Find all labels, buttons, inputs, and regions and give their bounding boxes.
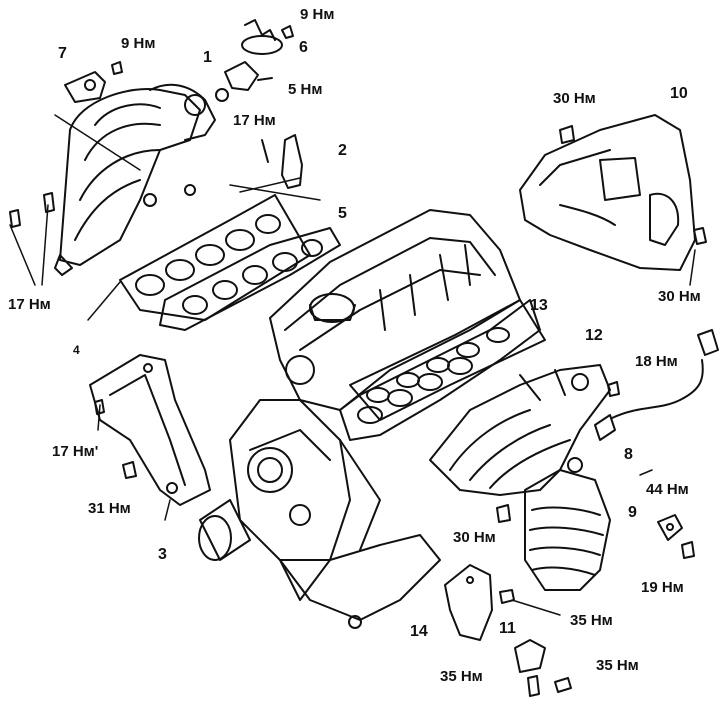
torque-label-18nm: 18 Нм: [635, 353, 678, 370]
bolt-30nm-right: [693, 227, 707, 245]
bolt-9nm-top: [281, 25, 294, 39]
torque-label-35nm-mid: 35 Нм: [570, 612, 613, 629]
torque-label-5nm: 5 Нм: [288, 81, 323, 98]
catalytic-converter: [524, 469, 611, 591]
torque-label-17nm-bracket: 17 Нм': [52, 443, 99, 460]
torque-label-17nm-center: 17 Нм: [233, 112, 276, 129]
bolt-18nm: [607, 381, 620, 397]
part-label-5: 5: [338, 205, 347, 222]
part-label-8: 8: [624, 446, 633, 463]
torque-label-30nm-bottom: 30 Нм: [453, 529, 496, 546]
intake-manifold: [54, 83, 216, 276]
torque-label-44nm: 44 Нм: [646, 481, 689, 498]
torque-label-17nm-left: 17 Нм: [8, 296, 51, 313]
torque-label-9nm-top: 9 Нм: [300, 6, 335, 23]
torque-label-31nm: 31 Нм: [88, 500, 131, 517]
part-label-12: 12: [585, 327, 603, 344]
part-label-2: 2: [338, 142, 347, 159]
torque-label-30nm-top: 30 Нм: [553, 90, 596, 107]
bolt-35nm-br: [554, 677, 572, 693]
part-label-1: 1: [203, 49, 212, 66]
torque-label-30nm-right: 30 Нм: [658, 288, 701, 305]
part-label-10: 10: [670, 85, 688, 102]
part-label-14: 14: [410, 623, 428, 640]
bolt-5nm: [257, 77, 273, 81]
part-label-6: 6: [299, 39, 308, 56]
bolt-9nm-left: [111, 61, 123, 75]
gasket-6: [241, 19, 283, 55]
bolt-35nm-bl: [527, 675, 540, 697]
torque-label-9nm-left: 9 Нм: [121, 35, 156, 52]
torque-label-19nm: 19 Нм: [641, 579, 684, 596]
bolt-17nm-left: [9, 192, 55, 228]
bracket-11: [514, 639, 546, 673]
intake-manifold-gasket: [119, 194, 311, 321]
gasket-5: [159, 227, 341, 331]
part-label-9: 9: [628, 504, 637, 521]
heat-shield: [519, 114, 696, 271]
bracket-2: [261, 134, 303, 189]
part-label-11: 11: [499, 620, 516, 637]
part-label-7: 7: [58, 45, 67, 62]
bracket-3: [89, 354, 211, 506]
part-label-3: 3: [158, 546, 167, 563]
bolt-17nm-bracket: [94, 399, 105, 415]
oxygen-sensor: [594, 329, 719, 441]
bracket-14: [444, 564, 493, 641]
bolt-30nm-top: [559, 125, 575, 144]
sensor-1: [215, 61, 259, 102]
flange-9: [657, 514, 683, 541]
exhaust-gasket-13: [349, 299, 546, 421]
torque-label-35nm-bottom-right: 35 Нм: [596, 657, 639, 674]
part-label-4: 4: [73, 343, 80, 357]
torque-label-35nm-bottom-left: 35 Нм: [440, 668, 483, 685]
part-label-13: 13: [530, 297, 548, 314]
bolt-30nm-bottom: [496, 504, 511, 523]
bolt-31nm: [122, 461, 137, 479]
throttle-sensor-7: [64, 71, 106, 103]
exhaust-manifold: [429, 364, 611, 496]
engine-block: [198, 209, 541, 629]
bolt-19nm: [681, 541, 695, 559]
bolt-35nm-mid: [499, 589, 515, 604]
